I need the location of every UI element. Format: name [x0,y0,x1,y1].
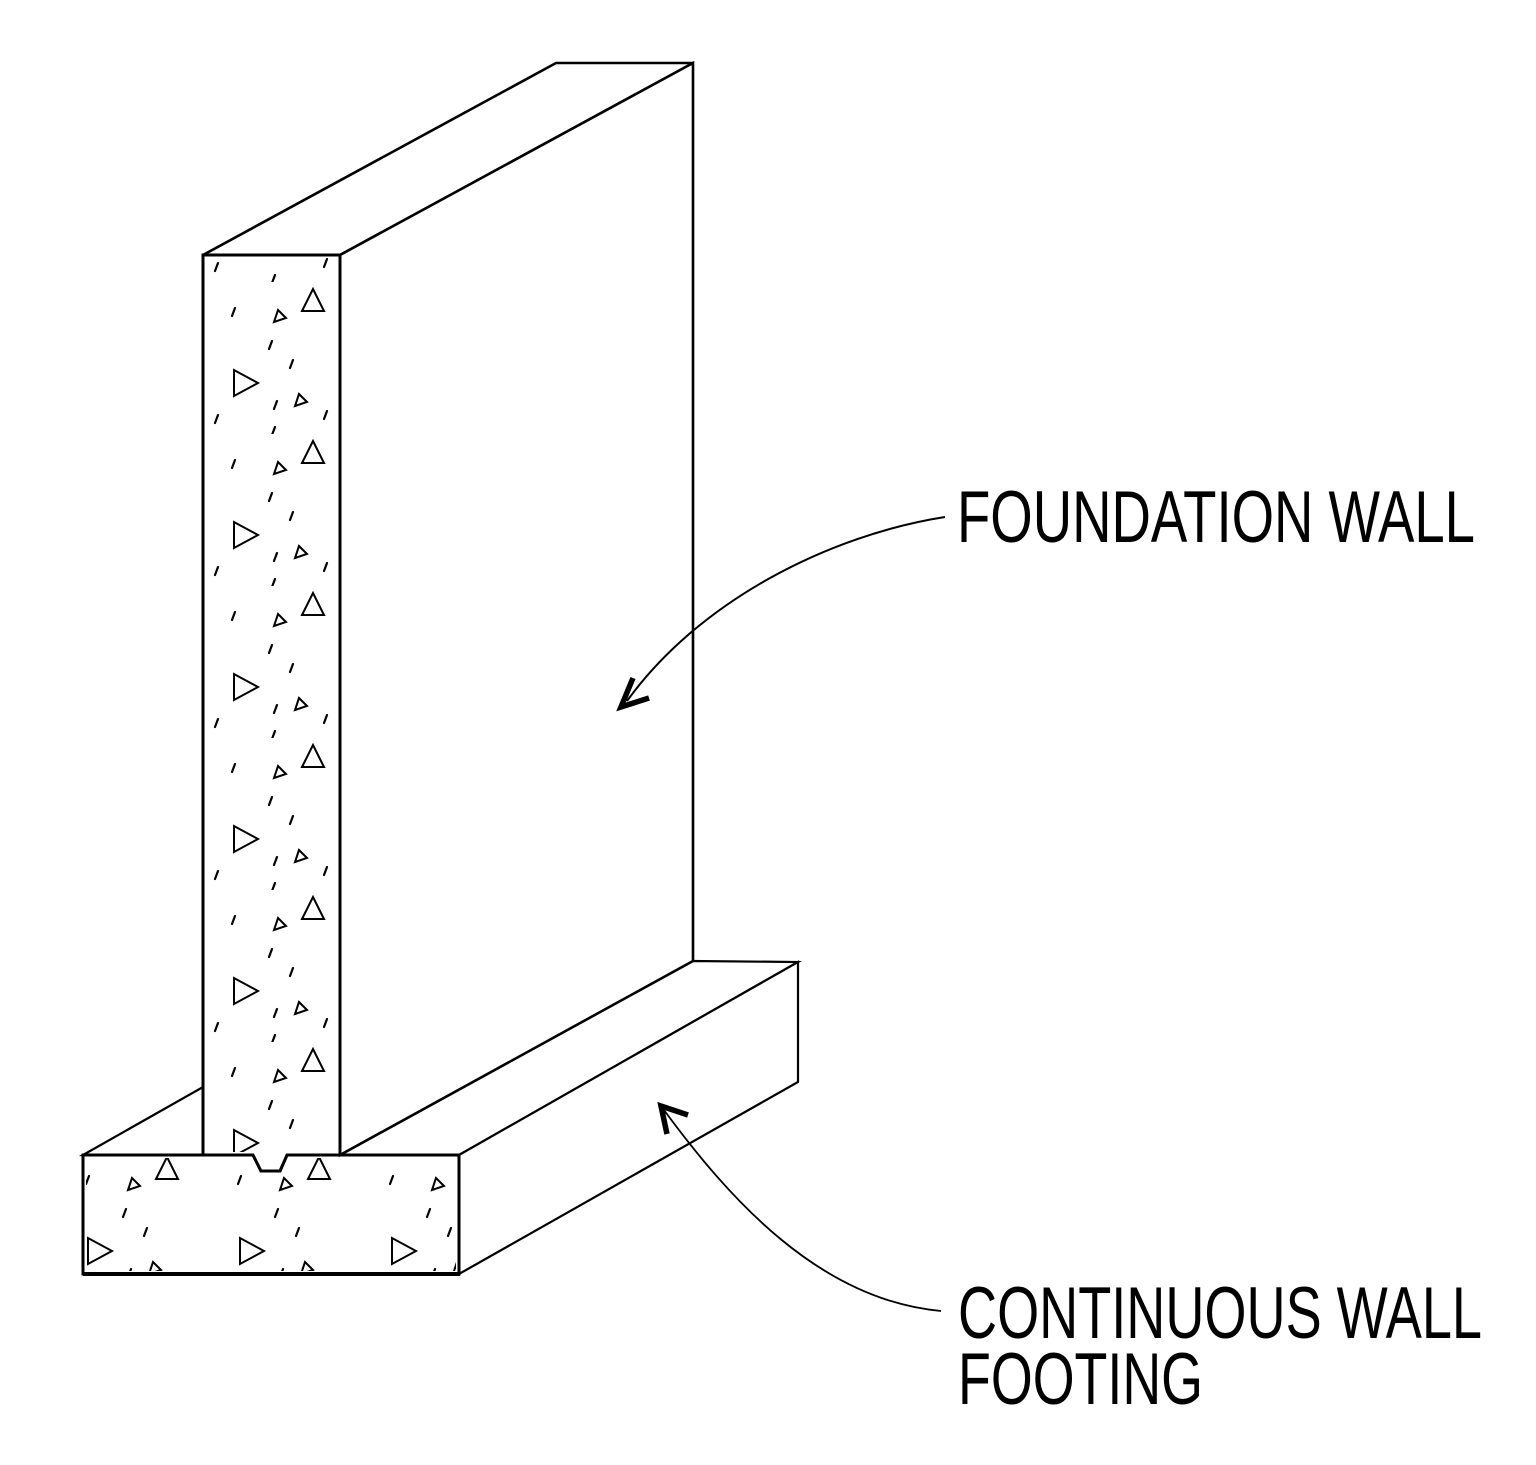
continuous-wall-footing-label-line1: CONTINUOUS WALL [958,1273,1482,1354]
footing-leader-curve [663,1109,942,1312]
footing-arrowhead-icon [657,1101,689,1135]
continuous-wall-footing-label-line2: FOOTING [958,1339,1203,1420]
foundation-wall-leader-curve [626,516,946,702]
wall-front-face [338,60,695,1158]
wall-concrete-hatch [206,258,337,1157]
footing-concrete-hatch [86,1158,456,1271]
foundation-wall-leader [616,516,946,712]
foundation-wall-arrowhead-icon [616,676,650,712]
foundation-wall-label: FOUNDATION WALL [957,477,1475,558]
footing-leader [657,1101,942,1312]
